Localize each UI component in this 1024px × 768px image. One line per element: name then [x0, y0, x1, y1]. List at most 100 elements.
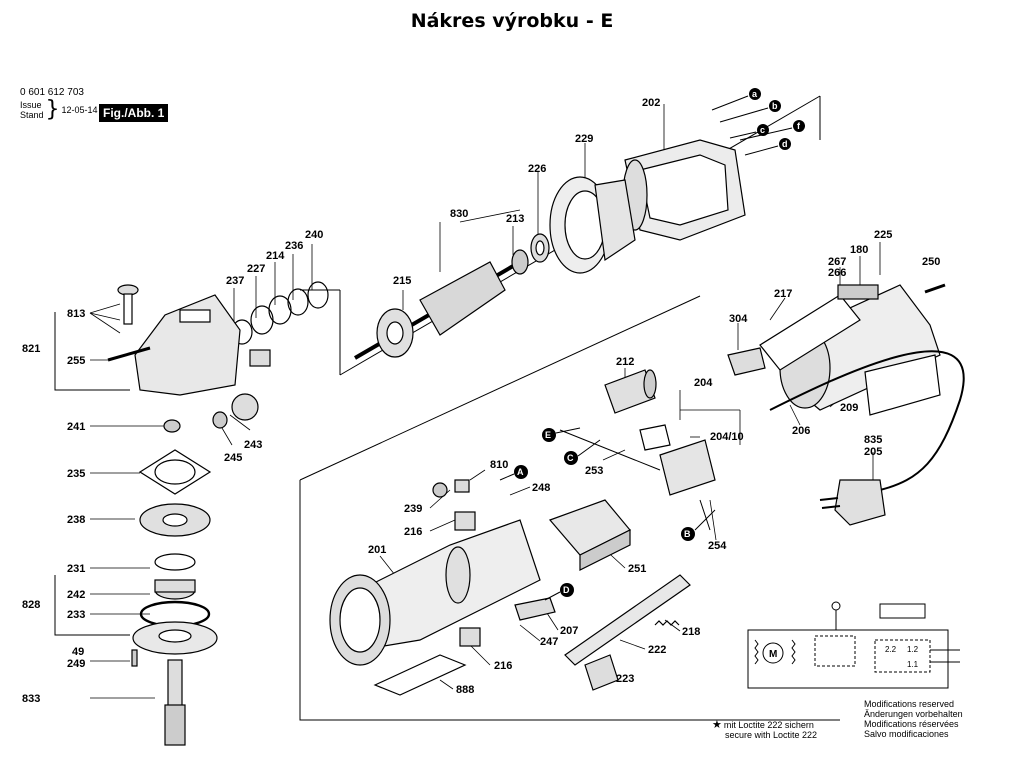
part-label-243: 243: [244, 439, 262, 451]
spindle-833: [164, 659, 186, 746]
part-label-204-10: 204/10: [710, 431, 744, 443]
part-label-225: 225: [874, 229, 892, 241]
star-icon: ★: [712, 719, 722, 731]
marker-A: A: [499, 465, 528, 481]
brush-holder-216a: [454, 511, 476, 531]
motor-housing-201: [329, 519, 541, 666]
frame-lines: [54, 95, 840, 721]
svg-text:b: b: [772, 101, 778, 111]
mod-line-es: Salvo modificaciones: [864, 729, 949, 739]
switch-204: [639, 424, 716, 496]
part-label-202: 202: [642, 97, 660, 109]
issue-date: 12-05-14: [61, 105, 98, 115]
part-label-833: 833: [22, 693, 40, 705]
issue-labels: Issue Stand: [20, 100, 44, 120]
footnote-line-2: secure with Loctite 222: [725, 730, 818, 740]
switch-label-2-2: 2.2: [885, 645, 897, 654]
wiring-schematic: M 2.2 1.2 1.1: [747, 601, 960, 689]
part-label-216b: 216: [494, 660, 512, 672]
spring-218: [654, 620, 680, 626]
field-coil-left: [754, 639, 759, 665]
ground-symbol: [831, 601, 841, 611]
part-label-250: 250: [922, 256, 940, 268]
plug-835: [819, 479, 886, 526]
wire-markers: a b c f d E C A B D: [499, 88, 805, 601]
brush-holder-216b: [459, 627, 481, 647]
part-label-205: 205: [864, 446, 882, 458]
needle-bearing-241: [163, 419, 181, 433]
footnote-line-1: mit Loctite 222 sichern: [723, 720, 814, 730]
motor-label: M: [769, 649, 777, 660]
bearing-226: [530, 233, 550, 263]
stand-label: Stand: [20, 110, 44, 120]
part-label-254: 254: [708, 540, 727, 552]
bracket-207: [514, 597, 556, 621]
part-label-227: 227: [247, 263, 265, 275]
gear-housing-821: [107, 284, 241, 396]
electronics-box: [814, 635, 856, 667]
part-label-206: 206: [792, 425, 810, 437]
part-label-218: 218: [682, 626, 700, 638]
issue-label: Issue: [20, 100, 42, 110]
part-label-214: 214: [266, 250, 285, 262]
header-block: 0 601 612 703 Issue Stand } 12-05-14: [20, 88, 98, 122]
part-label-238: 238: [67, 514, 85, 526]
part-label-249: 249: [67, 658, 85, 670]
gasket-235: [138, 449, 212, 495]
part-label-304: 304: [729, 313, 748, 325]
svg-text:C: C: [567, 453, 574, 463]
part-label-233: 233: [67, 609, 85, 621]
part-label-251: 251: [628, 563, 646, 575]
armature-830: [353, 249, 529, 360]
leader-lines: [89, 104, 881, 699]
switch-label-1-1: 1.1: [907, 660, 919, 669]
field-coil-right: [791, 639, 796, 665]
issue-row: Issue Stand } 12-05-14: [20, 97, 98, 122]
part-label-201: 201: [368, 544, 386, 556]
part-label-813: 813: [67, 308, 85, 320]
part-label-810: 810: [490, 459, 508, 471]
part-label-253: 253: [585, 465, 603, 477]
fan-baffle-229: [549, 176, 636, 274]
svg-text:a: a: [752, 89, 758, 99]
suppressor-box: [879, 603, 926, 619]
marker-f: f: [739, 120, 805, 141]
mod-line-en: Modifications reserved: [864, 699, 955, 709]
part-label-266: 266: [828, 267, 846, 279]
pinion-243: [212, 393, 259, 429]
part-labels: 202 229 226 830 213 215 240 236 214 227 …: [22, 97, 940, 705]
part-label-242: 242: [67, 589, 85, 601]
motor-symbol: [762, 642, 784, 664]
part-label-49: 49: [72, 646, 84, 658]
switch-box: [874, 639, 931, 673]
part-label-247: 247: [540, 636, 558, 648]
part-label-821: 821: [22, 343, 40, 355]
svg-text:D: D: [563, 585, 570, 595]
schematic-outline: [747, 629, 949, 689]
brace-glyph: }: [45, 97, 60, 122]
part-label-830: 830: [450, 208, 468, 220]
marker-c: c: [729, 124, 769, 139]
screw-249: [131, 649, 138, 667]
part-label-222: 222: [648, 644, 666, 656]
part-label-180: 180: [850, 244, 868, 256]
cable-253: [559, 429, 661, 471]
screw-250: [924, 283, 946, 294]
page-title: Nákres výrobku - E: [410, 10, 614, 32]
part-label-248: 248: [532, 482, 550, 494]
part-label-229: 229: [575, 133, 593, 145]
part-label-245: 245: [224, 452, 242, 464]
rings-group: [231, 281, 329, 367]
part-label-235: 235: [67, 468, 85, 480]
part-label-236: 236: [285, 240, 303, 252]
part-label-216a: 216: [404, 526, 422, 538]
figure-label: Fig./Abb. 1: [99, 104, 169, 122]
switch-slider-222: [564, 574, 691, 666]
part-label-223: 223: [616, 673, 634, 685]
bevel-gear-238: [139, 503, 211, 537]
marker-E: E: [542, 427, 581, 442]
svg-text:A: A: [517, 467, 524, 477]
part-label-255: 255: [67, 355, 85, 367]
part-label-209: 209: [840, 402, 858, 414]
